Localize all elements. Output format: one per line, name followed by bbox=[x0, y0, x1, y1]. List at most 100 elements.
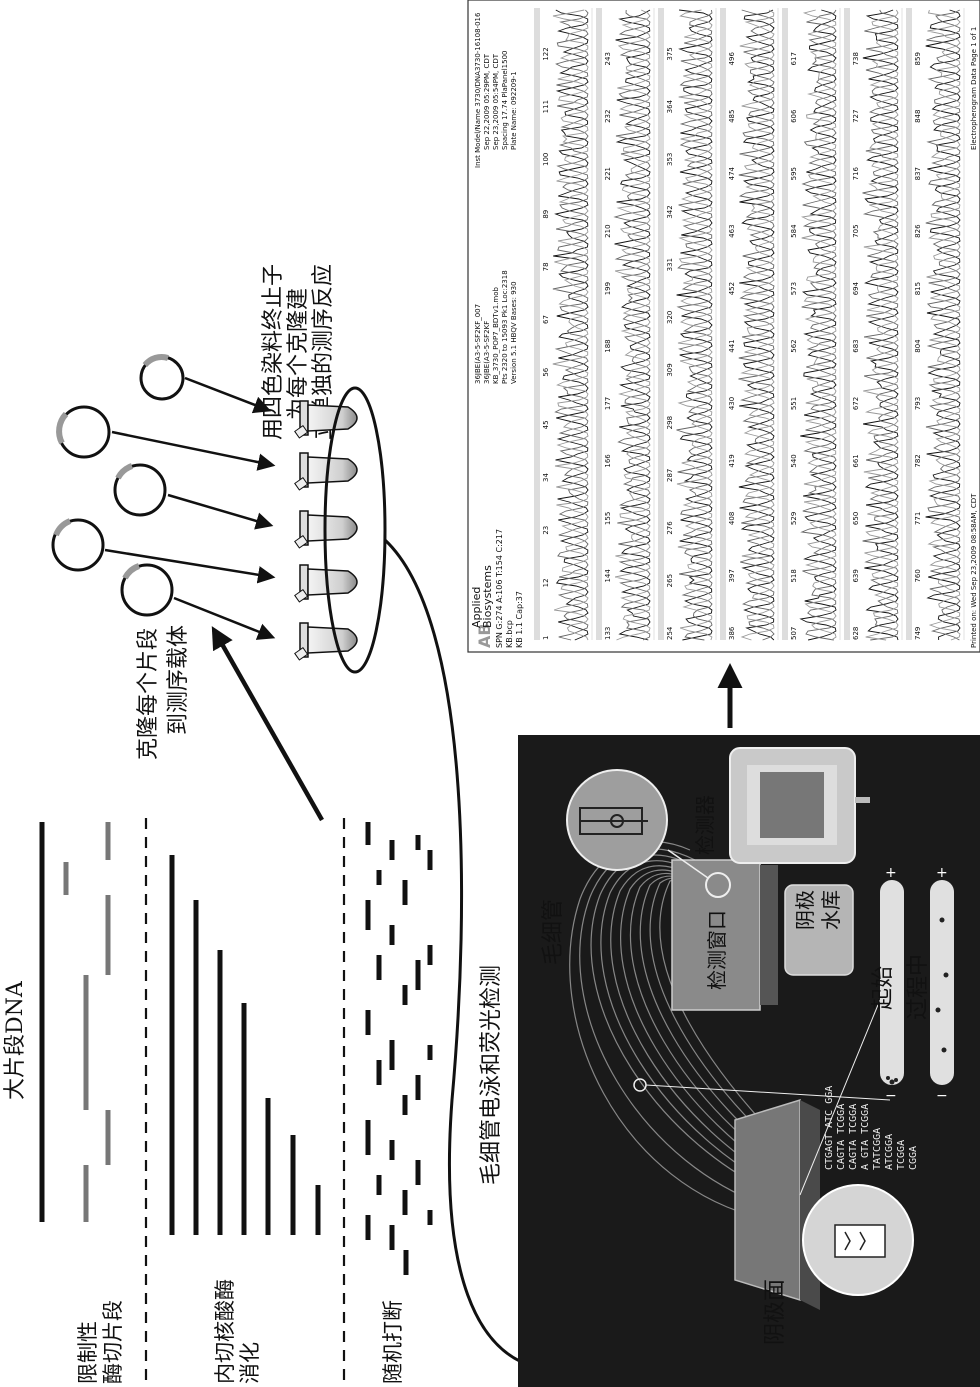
position-tick-label: 386 bbox=[728, 626, 736, 640]
position-tick-label: 672 bbox=[852, 397, 860, 410]
position-tick-label: 474 bbox=[728, 166, 736, 180]
position-tick-label: 507 bbox=[790, 627, 798, 640]
position-tick-label: 716 bbox=[852, 166, 860, 180]
position-tick-label: 375 bbox=[666, 47, 674, 60]
plasmid-4 bbox=[53, 520, 103, 570]
header-right-3: Sep 23,2009 05:54PM, CDT bbox=[492, 53, 500, 150]
sequence-line-4: A GTA TCGGA bbox=[860, 1104, 871, 1170]
position-tick-label: 540 bbox=[790, 454, 798, 467]
position-tick-label: 177 bbox=[604, 397, 612, 410]
position-tick-label: 100 bbox=[542, 153, 550, 166]
position-tick-label: 452 bbox=[728, 282, 736, 295]
plus-sign-2: + bbox=[936, 865, 948, 881]
plasmid-circles bbox=[53, 357, 183, 615]
clone-label-1: 克隆每个片段 bbox=[136, 628, 161, 760]
position-tick-label: 199 bbox=[604, 282, 612, 295]
position-tick-label: 430 bbox=[728, 397, 736, 410]
position-tick-label: 683 bbox=[852, 339, 860, 352]
position-tick-label: 771 bbox=[914, 512, 922, 525]
start-label: 起始 bbox=[871, 966, 896, 1010]
header-left-2: KB.bcp bbox=[505, 620, 514, 648]
position-tick-label: 749 bbox=[914, 627, 922, 640]
position-tick-label: 408 bbox=[728, 512, 736, 525]
header-right-2: Sep 22,2009 05:29PM, CDT bbox=[483, 53, 491, 150]
endonuclease-label-1: 内切核酸酶 bbox=[213, 1279, 237, 1384]
base-call-strip bbox=[844, 8, 850, 640]
position-tick-label: 309 bbox=[666, 363, 674, 376]
reaction-label-1: 用四色染料终止子 bbox=[261, 264, 286, 440]
position-tick-label: 111 bbox=[542, 100, 550, 113]
position-tick-label: 45 bbox=[542, 420, 550, 429]
position-tick-label: 661 bbox=[852, 454, 860, 467]
position-tick-label: 232 bbox=[604, 110, 612, 123]
cloning-panel: 克隆每个片段 到测序载体 用四色染料终止子 为每个克隆建 立单独的测序反应 bbox=[53, 264, 385, 760]
position-tick-label: 221 bbox=[604, 167, 612, 180]
sequence-line-6: ATCGGA bbox=[884, 1134, 895, 1170]
instrument-title: 毛细管电泳和荧光检测 bbox=[479, 965, 504, 1185]
position-tick-label: 606 bbox=[790, 109, 798, 123]
random-label: 随机打断 bbox=[381, 1300, 405, 1384]
minus-sign-2: − bbox=[936, 1088, 948, 1104]
position-tick-label: 859 bbox=[914, 52, 922, 65]
position-tick-label: 254 bbox=[666, 626, 674, 640]
position-tick-label: 485 bbox=[728, 110, 736, 123]
header-left-1: SPN G:274 A:106 T:154 C:217 bbox=[495, 529, 504, 648]
position-tick-label: 34 bbox=[542, 473, 550, 482]
detection-window-label: 检测窗口 bbox=[705, 910, 729, 990]
position-tick-label: 12 bbox=[542, 578, 550, 587]
position-tick-label: 518 bbox=[790, 569, 798, 582]
position-tick-label: 331 bbox=[666, 258, 674, 271]
position-tick-label: 584 bbox=[790, 224, 798, 238]
cathode-reservoir-label-2: 水库 bbox=[819, 890, 843, 930]
position-tick-label: 551 bbox=[790, 397, 798, 410]
position-tick-label: 529 bbox=[790, 512, 798, 525]
position-tick-label: 628 bbox=[852, 627, 860, 640]
header-mid-3: KB_3730_POP7_BDTv1.mob bbox=[492, 286, 500, 384]
position-tick-label: 639 bbox=[852, 569, 860, 582]
base-call-strip bbox=[596, 8, 602, 640]
brand-line-2: Biosystems bbox=[481, 565, 494, 628]
position-tick-label: 782 bbox=[914, 454, 922, 467]
plus-sign-1: + bbox=[885, 865, 897, 881]
instrument-panel: CTGAGT ATC GGA CAGTA TCGGA CAGTA TCGGA A… bbox=[518, 735, 980, 1387]
cathode-plate bbox=[735, 1100, 800, 1300]
position-tick-label: 815 bbox=[914, 282, 922, 295]
position-tick-label: 276 bbox=[666, 521, 674, 535]
random-fragments bbox=[368, 822, 430, 1275]
position-tick-label: 265 bbox=[666, 574, 674, 587]
position-tick-label: 287 bbox=[666, 469, 674, 482]
position-tick-label: 617 bbox=[790, 52, 798, 65]
plasmid-2 bbox=[59, 407, 109, 457]
position-tick-label: 694 bbox=[852, 281, 860, 295]
position-tick-label: 826 bbox=[914, 224, 922, 238]
base-call-strip bbox=[534, 8, 540, 640]
position-tick-label: 837 bbox=[914, 167, 922, 180]
position-tick-label: 760 bbox=[914, 569, 922, 582]
position-tick-label: 804 bbox=[914, 339, 922, 353]
minus-sign-1: − bbox=[885, 1088, 897, 1104]
position-tick-label: 496 bbox=[728, 52, 736, 66]
fragmentation-panel: 大片段DNA 限制性 酶切片段 内切核酸酶 消化 bbox=[3, 818, 430, 1387]
position-tick-label: 320 bbox=[666, 311, 674, 324]
capillary-label: 毛细管 bbox=[541, 899, 566, 965]
position-tick-label: 650 bbox=[852, 512, 860, 525]
position-tick-label: 1 bbox=[542, 636, 550, 640]
electropherogram: AB Applied Biosystems SPN G:274 A:106 T:… bbox=[468, 0, 980, 652]
position-tick-label: 705 bbox=[852, 224, 860, 237]
position-tick-label: 122 bbox=[542, 47, 550, 60]
position-tick-label: 56 bbox=[542, 367, 550, 376]
position-tick-label: 738 bbox=[852, 52, 860, 65]
header-right-4: Spacing 17.74 PlaPanel1500 bbox=[501, 51, 509, 151]
restriction-label-2: 酶切片段 bbox=[101, 1300, 125, 1384]
position-tick-label: 67 bbox=[542, 315, 550, 324]
sequence-line-8: CGGA bbox=[908, 1146, 919, 1170]
position-tick-label: 848 bbox=[914, 110, 922, 123]
cathode-reservoir-label-1: 阴极 bbox=[793, 890, 817, 930]
position-tick-label: 562 bbox=[790, 339, 798, 352]
sequence-line-3: CAGTA TCGGA bbox=[848, 1104, 859, 1170]
footer-left: Printed on: Wed Sep 23,2009 08:58AM, CDT bbox=[970, 493, 978, 648]
base-call-strip bbox=[658, 8, 664, 640]
endonuclease-fragments bbox=[172, 855, 318, 1235]
position-tick-label: 155 bbox=[604, 512, 612, 525]
position-tick-label: 243 bbox=[604, 52, 612, 65]
